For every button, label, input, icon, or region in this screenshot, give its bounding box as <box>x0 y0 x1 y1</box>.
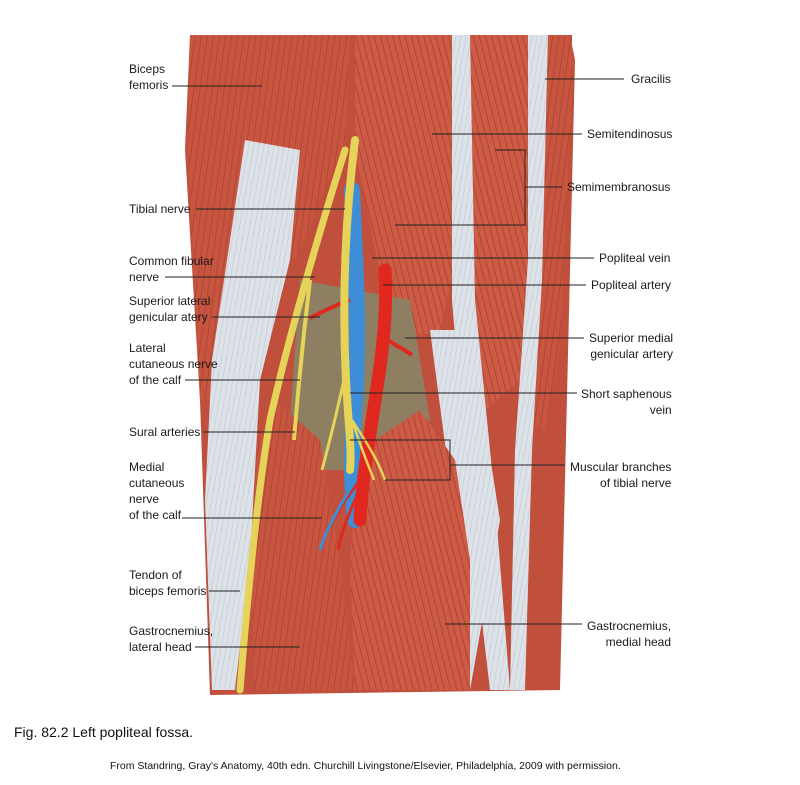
label-popliteal-vein: Popliteal vein <box>599 251 671 265</box>
label-sural-arteries: Sural arteries <box>129 425 201 439</box>
semimembranosus-tendon <box>430 330 500 690</box>
lateral-cutaneous-nerve-line <box>292 279 312 441</box>
biceps-femoris-tendon <box>205 140 300 690</box>
muscular-branches-lines <box>350 419 387 481</box>
medial-cutaneous-nerve-line <box>320 359 350 471</box>
label-gastrocnemius-lateral: Gastrocnemius,lateral head <box>129 624 214 654</box>
label-gastrocnemius-medial: Gastrocnemius,medial head <box>587 619 672 649</box>
gastrocnemius-lateral-head <box>250 400 355 690</box>
figure-credit: From Standring, Gray's Anatomy, 40th edn… <box>110 760 621 772</box>
leader-lines-right <box>350 78 624 625</box>
superior-medial-genicular-vessel <box>386 338 414 357</box>
label-popliteal-artery: Popliteal artery <box>591 278 672 292</box>
label-gracilis: Gracilis <box>631 72 672 86</box>
label-semitendinosus: Semitendinosus <box>587 127 673 141</box>
sural-veins <box>318 479 358 551</box>
common-fibular-nerve-trunk <box>236 146 349 694</box>
leader-lines-left <box>165 85 345 648</box>
popliteal-fossa-illustration <box>165 35 624 695</box>
label-tibial-nerve: Tibial nerve <box>129 202 191 216</box>
tibial-nerve-trunk <box>340 136 359 474</box>
figure-caption: Fig. 82.2 Left popliteal fossa. <box>14 724 193 740</box>
gracilis-tendon <box>510 35 548 690</box>
label-semimembranosus: Semimembranosus <box>567 180 671 194</box>
popliteal-artery-vessel <box>353 263 393 527</box>
